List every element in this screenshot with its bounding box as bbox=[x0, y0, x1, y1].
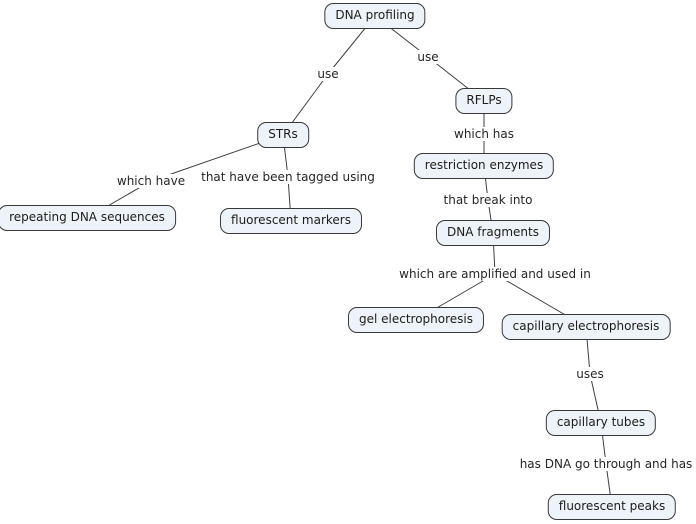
edge-label-use-left[interactable]: use bbox=[314, 67, 342, 81]
node-dna-fragments[interactable]: DNA fragments bbox=[435, 220, 551, 246]
edge-label-use-right[interactable]: use bbox=[414, 50, 442, 64]
node-fluorescent-markers[interactable]: fluorescent markers bbox=[220, 208, 362, 234]
node-restriction-enzymes[interactable]: restriction enzymes bbox=[413, 153, 555, 179]
edge-label-amplified[interactable]: which are amplified and used in bbox=[396, 267, 594, 281]
edge-label-has-dna-through[interactable]: has DNA go through and has bbox=[516, 457, 696, 471]
edge-label-that-break-into[interactable]: that break into bbox=[440, 193, 536, 207]
node-rflps[interactable]: RFLPs bbox=[455, 88, 513, 114]
node-capillary-electrophoresis[interactable]: capillary electrophoresis bbox=[501, 314, 671, 340]
node-gel-electrophoresis[interactable]: gel electrophoresis bbox=[347, 307, 485, 333]
node-strs[interactable]: STRs bbox=[257, 122, 309, 148]
edge-label-uses[interactable]: uses bbox=[573, 367, 607, 381]
node-fluorescent-peaks[interactable]: fluorescent peaks bbox=[547, 494, 677, 520]
edge-label-tagged-using[interactable]: that have been tagged using bbox=[198, 170, 378, 184]
edge-label-which-have[interactable]: which have bbox=[113, 174, 189, 188]
edge-label-which-has[interactable]: which has bbox=[451, 127, 517, 141]
node-repeating-dna-sequences[interactable]: repeating DNA sequences bbox=[0, 205, 176, 231]
node-capillary-tubes[interactable]: capillary tubes bbox=[545, 410, 657, 436]
node-dna-profiling[interactable]: DNA profiling bbox=[324, 3, 426, 29]
